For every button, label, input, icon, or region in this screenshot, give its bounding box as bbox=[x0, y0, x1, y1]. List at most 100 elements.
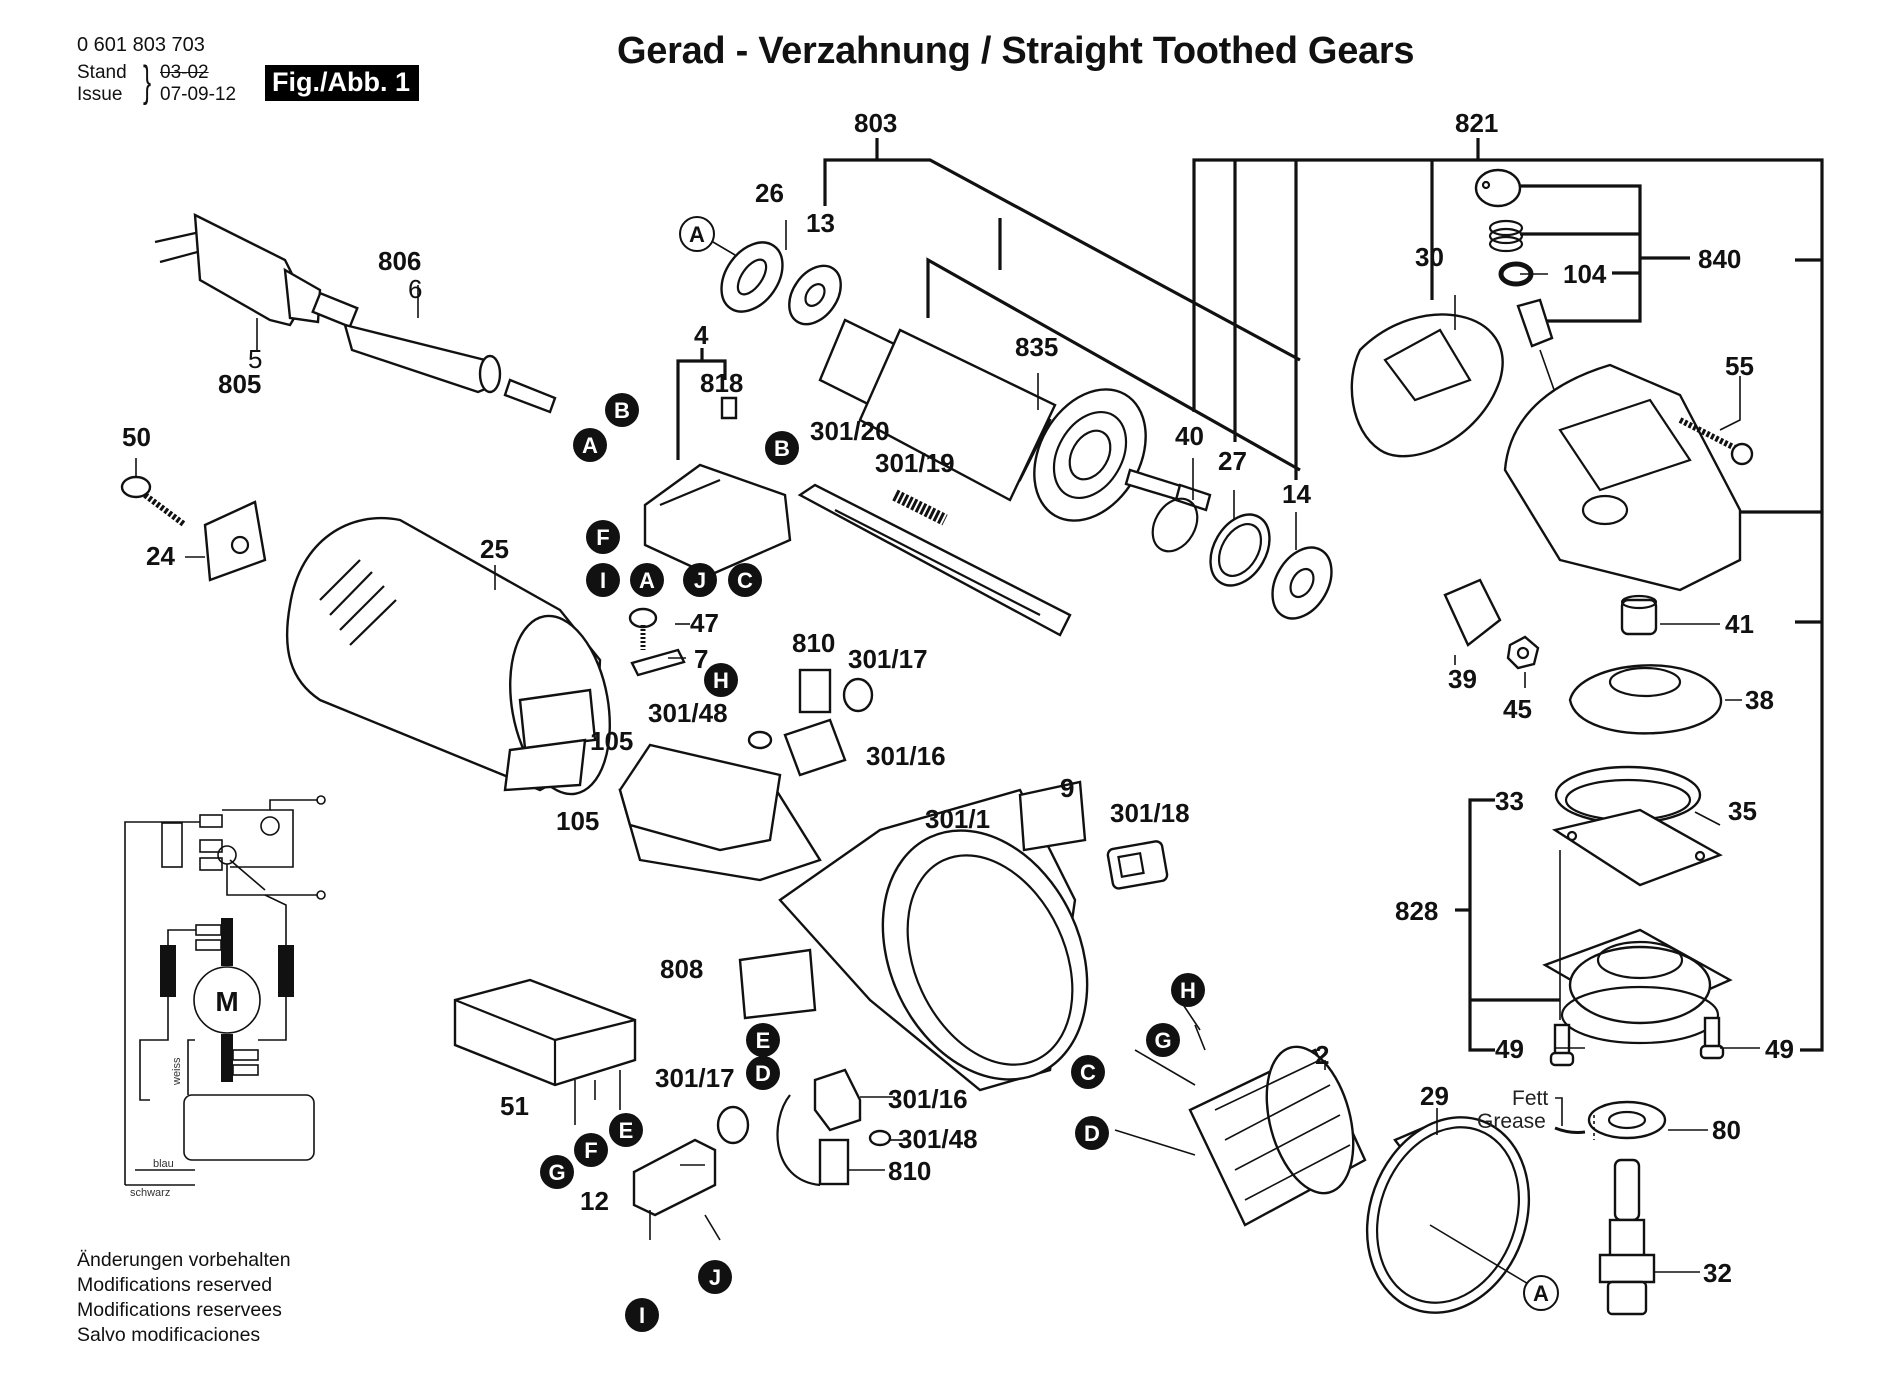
nut-45 bbox=[1506, 635, 1540, 670]
note-line: Änderungen vorbehalten bbox=[77, 1249, 291, 1271]
washer-80 bbox=[1587, 1100, 1667, 1140]
figure-badge: Fig./Abb. 1 bbox=[265, 65, 419, 101]
pinion-39 bbox=[1443, 578, 1502, 647]
bevel-gear-38 bbox=[1568, 664, 1723, 735]
callout-D: D bbox=[746, 1056, 780, 1090]
label-13: 13 bbox=[806, 208, 835, 238]
svg-text:F: F bbox=[596, 525, 609, 550]
spring-301-17-lower bbox=[716, 1105, 750, 1145]
label-32: 32 bbox=[1703, 1258, 1732, 1288]
label-47: 47 bbox=[690, 608, 719, 638]
svg-text:I: I bbox=[600, 568, 606, 593]
label-29: 29 bbox=[1420, 1081, 1449, 1111]
wire-label-black: schwarz bbox=[130, 1187, 170, 1199]
label-810-upper: 810 bbox=[792, 628, 835, 658]
ring-27 bbox=[1209, 513, 1271, 587]
label-805: 805 bbox=[218, 369, 261, 399]
capacitor-12 bbox=[632, 1138, 717, 1217]
note-line: Salvo modificaciones bbox=[77, 1324, 261, 1346]
callout-A: A bbox=[630, 563, 664, 597]
brace-glyph: } bbox=[143, 57, 152, 106]
grease-label-de: Fett bbox=[1512, 1087, 1548, 1110]
callout-G: G bbox=[540, 1155, 574, 1189]
svg-text:H: H bbox=[1180, 978, 1196, 1003]
slide-switch-301-20 bbox=[797, 483, 1072, 637]
callouts: A B A B F I A J C H H G C D E D G F E J … bbox=[540, 216, 1559, 1332]
label-55: 55 bbox=[1725, 351, 1754, 381]
label-301-17-lower: 301/17 bbox=[655, 1063, 735, 1093]
label-808 bbox=[738, 948, 817, 1020]
needle-bearing-41 bbox=[1620, 594, 1658, 636]
bearing-flange bbox=[1542, 928, 1733, 1045]
note-line: Modifications reservees bbox=[77, 1299, 282, 1321]
cable-sleeve-806 bbox=[343, 323, 557, 414]
callout-J: J bbox=[683, 563, 717, 597]
callout-H: H bbox=[704, 663, 738, 697]
callout-G: G bbox=[1146, 1023, 1180, 1057]
note-line: Modifications reserved bbox=[77, 1274, 273, 1296]
svg-text:G: G bbox=[1154, 1028, 1171, 1053]
callout-E: E bbox=[609, 1113, 643, 1147]
label-301-48-lower: 301/48 bbox=[898, 1124, 978, 1154]
label-49-right: 49 bbox=[1765, 1034, 1794, 1064]
old-stand-date: 03-02 bbox=[160, 62, 209, 83]
callout-J: J bbox=[698, 1260, 732, 1294]
label-301-16-lower: 301/16 bbox=[888, 1084, 968, 1114]
power-plug-805 bbox=[154, 212, 359, 329]
part-labels: 803 821 26 13 806 6 5 805 4 818 835 30 8… bbox=[122, 108, 1794, 1288]
svg-text:A: A bbox=[582, 433, 598, 458]
spring-301-17-upper bbox=[842, 677, 874, 713]
bracket-803 bbox=[823, 138, 1301, 472]
label-40: 40 bbox=[1175, 421, 1204, 451]
label-105-lower: 105 bbox=[556, 806, 599, 836]
callout-F: F bbox=[574, 1133, 608, 1167]
callout-C: C bbox=[728, 563, 762, 597]
svg-text:D: D bbox=[755, 1061, 771, 1086]
label-810-lower: 810 bbox=[888, 1156, 931, 1186]
svg-text:B: B bbox=[614, 398, 630, 423]
bearing-14 bbox=[1271, 546, 1333, 620]
plate-35 bbox=[1551, 808, 1723, 887]
bracket-4 bbox=[676, 348, 727, 460]
label-33: 33 bbox=[1495, 786, 1524, 816]
issue-label: Issue bbox=[77, 84, 123, 105]
callout-I: I bbox=[586, 563, 620, 597]
svg-text:J: J bbox=[694, 568, 706, 593]
screw-55 bbox=[1678, 417, 1754, 466]
bearing-13 bbox=[788, 264, 842, 326]
label-104: 104 bbox=[1563, 259, 1607, 289]
screw-49-right bbox=[1699, 1016, 1725, 1060]
svg-text:F: F bbox=[584, 1138, 597, 1163]
svg-text:C: C bbox=[737, 568, 753, 593]
callout-D: D bbox=[1075, 1116, 1109, 1150]
label-50: 50 bbox=[122, 422, 151, 452]
leader-lines bbox=[135, 220, 1760, 1273]
spring-840 bbox=[1488, 219, 1524, 253]
svg-text:C: C bbox=[1080, 1060, 1096, 1085]
label-835: 835 bbox=[1015, 332, 1058, 362]
screw-50 bbox=[120, 475, 187, 528]
label-45: 45 bbox=[1503, 694, 1532, 724]
spindle-32 bbox=[1598, 1158, 1656, 1316]
gear-housing bbox=[1503, 363, 1742, 592]
label-806: 806 bbox=[378, 246, 421, 276]
callout-H: H bbox=[1171, 973, 1205, 1007]
callout-I: I bbox=[625, 1298, 659, 1332]
label-51: 51 bbox=[500, 1091, 529, 1121]
svg-text:A: A bbox=[689, 222, 705, 247]
label-24: 24 bbox=[146, 541, 175, 571]
switch-301-16-lower bbox=[813, 1068, 862, 1132]
guard-29 bbox=[1365, 1116, 1531, 1314]
stand-label: Stand bbox=[77, 62, 127, 83]
svg-text:A: A bbox=[639, 568, 655, 593]
armature-835 bbox=[818, 318, 1212, 522]
grease-label-en: Grease bbox=[1477, 1110, 1546, 1133]
bearing-26 bbox=[720, 241, 784, 313]
stator-2 bbox=[1188, 1045, 1367, 1227]
label-808: 808 bbox=[660, 954, 703, 984]
label-14: 14 bbox=[1282, 479, 1311, 509]
grease-pointer bbox=[1554, 1097, 1595, 1140]
svg-text:J: J bbox=[709, 1265, 721, 1290]
label-301-16-upper: 301/16 bbox=[866, 741, 946, 771]
